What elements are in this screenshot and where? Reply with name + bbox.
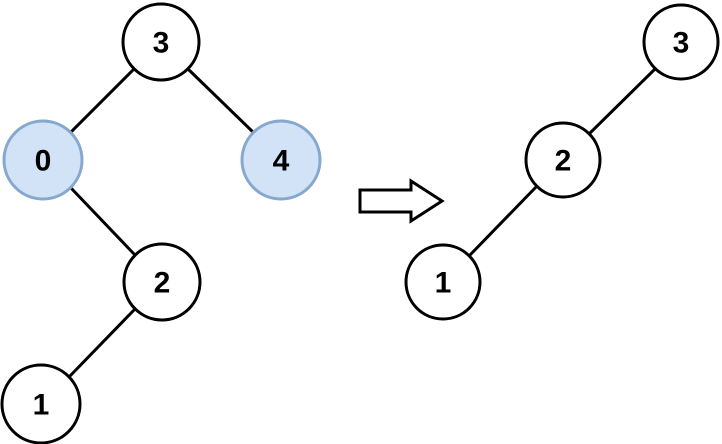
- node-left-2[interactable]: 2: [122, 242, 202, 322]
- before-tree-edges: [67, 67, 256, 379]
- node-left-3[interactable]: 3: [121, 2, 201, 82]
- node-right-2-label: 2: [555, 145, 572, 178]
- node-right-1[interactable]: 1: [404, 243, 482, 321]
- node-left-4-circle[interactable]: [240, 119, 322, 201]
- node-left-0-circle[interactable]: [2, 119, 84, 201]
- node-right-1-label: 1: [435, 267, 452, 300]
- node-left-3-circle[interactable]: [121, 2, 201, 82]
- node-left-0-label: 0: [35, 145, 52, 178]
- node-left-0[interactable]: 0: [2, 119, 84, 201]
- transformation-arrow: [358, 178, 445, 224]
- node-right-3-label: 3: [673, 27, 690, 60]
- node-left-4-label: 4: [273, 145, 290, 178]
- node-left-1[interactable]: 1: [0, 363, 82, 444]
- before-tree-nodes: 3 0 4 2 1: [0, 2, 322, 444]
- node-right-2[interactable]: 2: [524, 121, 602, 199]
- edge-3-to-2-after: [587, 67, 657, 136]
- edge-3-to-0: [68, 67, 136, 135]
- edge-2-to-1-after: [467, 184, 539, 258]
- node-left-1-circle[interactable]: [0, 363, 82, 444]
- node-left-1-label: 1: [33, 389, 50, 422]
- node-left-3-label: 3: [153, 27, 170, 60]
- node-right-3[interactable]: 3: [642, 3, 720, 81]
- right-arrow-icon: [358, 178, 445, 224]
- edge-0-to-2: [69, 186, 137, 257]
- edge-2-to-1: [67, 307, 137, 379]
- node-left-2-label: 2: [154, 267, 171, 300]
- node-right-1-circle[interactable]: [404, 243, 482, 321]
- node-right-2-circle[interactable]: [524, 121, 602, 199]
- edge-3-to-4: [186, 67, 256, 135]
- after-tree-edges: [467, 67, 657, 258]
- node-left-2-circle[interactable]: [122, 242, 202, 322]
- after-tree-nodes: 3 2 1: [404, 3, 720, 321]
- node-right-3-circle[interactable]: [642, 3, 720, 81]
- node-left-4[interactable]: 4: [240, 119, 322, 201]
